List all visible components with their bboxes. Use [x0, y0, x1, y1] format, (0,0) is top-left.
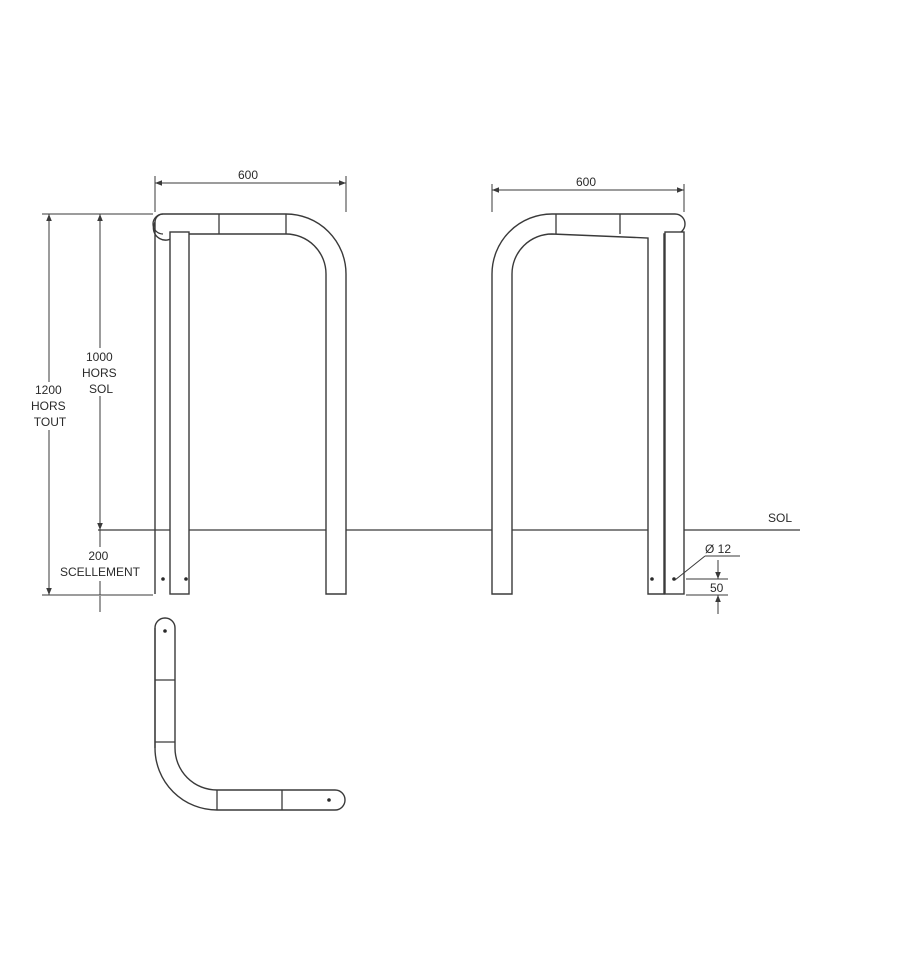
- plan-view-hoop: [154, 617, 346, 811]
- above-ground-dimension: 1000 HORS SOL: [80, 214, 122, 530]
- total-height-label: 1200 HORS TOUT: [31, 383, 69, 429]
- above-ground-label: 1000 HORS SOL: [82, 350, 120, 396]
- hole-offset-dimension: 50: [686, 560, 728, 614]
- front-width-dimension: 600: [154, 168, 347, 212]
- front-width-label: 600: [238, 168, 258, 182]
- side-width-dimension: 600: [491, 175, 685, 212]
- side-width-label: 600: [576, 175, 596, 189]
- hole-offset-label: 50: [710, 581, 724, 595]
- total-height-dimension: 1200 HORS TOUT: [30, 213, 153, 596]
- embed-dimension: 200 SCELLEMENT: [54, 530, 148, 612]
- embed-label: 200 SCELLEMENT: [60, 549, 141, 579]
- front-view-hoop: [152, 213, 347, 595]
- side-view-hoop: [491, 213, 686, 595]
- hole-diameter-label: Ø 12: [705, 542, 731, 556]
- hole-diameter-callout: Ø 12: [674, 542, 740, 581]
- ground-label: SOL: [768, 511, 792, 525]
